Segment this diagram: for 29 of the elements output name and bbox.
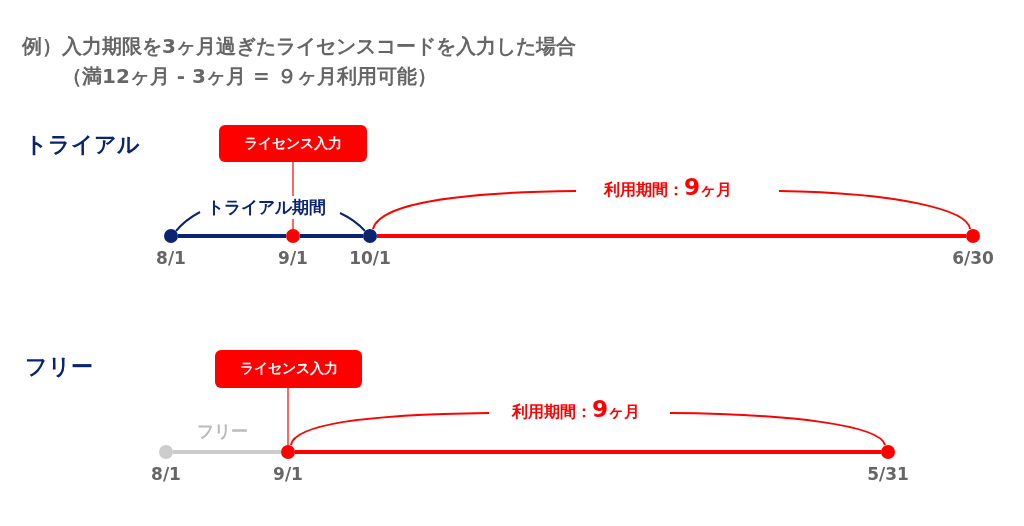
date-label: 10/1 bbox=[349, 248, 391, 268]
date-label: 6/30 bbox=[952, 248, 994, 268]
date-label: 9/1 bbox=[278, 248, 308, 268]
label-box: ライセンス入力 bbox=[215, 350, 362, 388]
timeline-bar bbox=[300, 234, 363, 238]
timeline-dot bbox=[363, 229, 377, 243]
timeline-bar bbox=[295, 450, 881, 454]
leader-line bbox=[287, 387, 289, 446]
timeline-dot bbox=[966, 229, 980, 243]
date-label: 8/1 bbox=[151, 464, 181, 484]
date-label: 5/31 bbox=[867, 464, 909, 484]
timeline-dot bbox=[281, 445, 295, 459]
period-label: フリー bbox=[197, 420, 248, 443]
timeline-dot bbox=[881, 445, 895, 459]
usage-period-label: 利用期間：9ヶ月 bbox=[604, 173, 733, 201]
timeline-bar bbox=[173, 450, 281, 454]
timeline-dot bbox=[164, 229, 178, 243]
usage-period-label: 利用期間：9ヶ月 bbox=[512, 395, 641, 423]
label-box: ライセンス入力 bbox=[219, 125, 367, 162]
date-label: 9/1 bbox=[273, 464, 303, 484]
timeline-dot bbox=[159, 445, 173, 459]
timeline-dot bbox=[286, 229, 300, 243]
timeline-bar bbox=[178, 234, 286, 238]
date-label: 8/1 bbox=[156, 248, 186, 268]
section-heading: フリー bbox=[25, 353, 93, 381]
section-heading: トライアル bbox=[25, 131, 140, 159]
subtitle: （満12ヶ月 - 3ヶ月 = ９ヶ月利用可能） bbox=[62, 63, 437, 90]
timeline-bar bbox=[377, 234, 966, 238]
title: 例）入力期限を3ヶ月過ぎたライセンスコードを入力した場合 bbox=[22, 33, 576, 60]
